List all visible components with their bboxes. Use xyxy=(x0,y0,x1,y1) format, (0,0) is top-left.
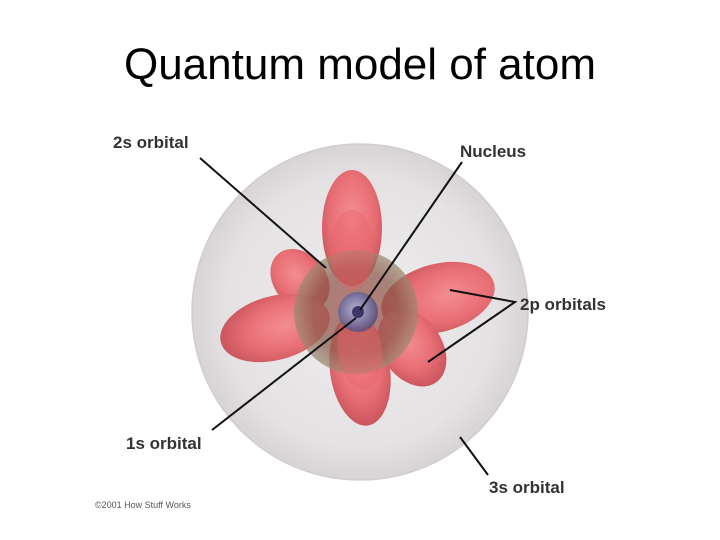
label-3s-orbital: 3s orbital xyxy=(489,478,565,497)
leader-3s xyxy=(459,436,489,476)
leader-1s xyxy=(211,317,357,431)
label-2p-orbitals: 2p orbitals xyxy=(520,295,606,314)
leader-lines xyxy=(199,157,518,476)
leader-2s xyxy=(199,157,327,269)
copyright-credit: ©2001 How Stuff Works xyxy=(95,500,191,510)
slide-title: Quantum model of atom xyxy=(123,40,596,89)
label-2s-orbital: 2s orbital xyxy=(113,133,189,152)
leader-nucleus xyxy=(359,161,463,311)
label-nucleus: Nucleus xyxy=(460,142,527,161)
leader-2p xyxy=(427,289,518,363)
label-1s-orbital: 1s orbital xyxy=(126,434,202,453)
